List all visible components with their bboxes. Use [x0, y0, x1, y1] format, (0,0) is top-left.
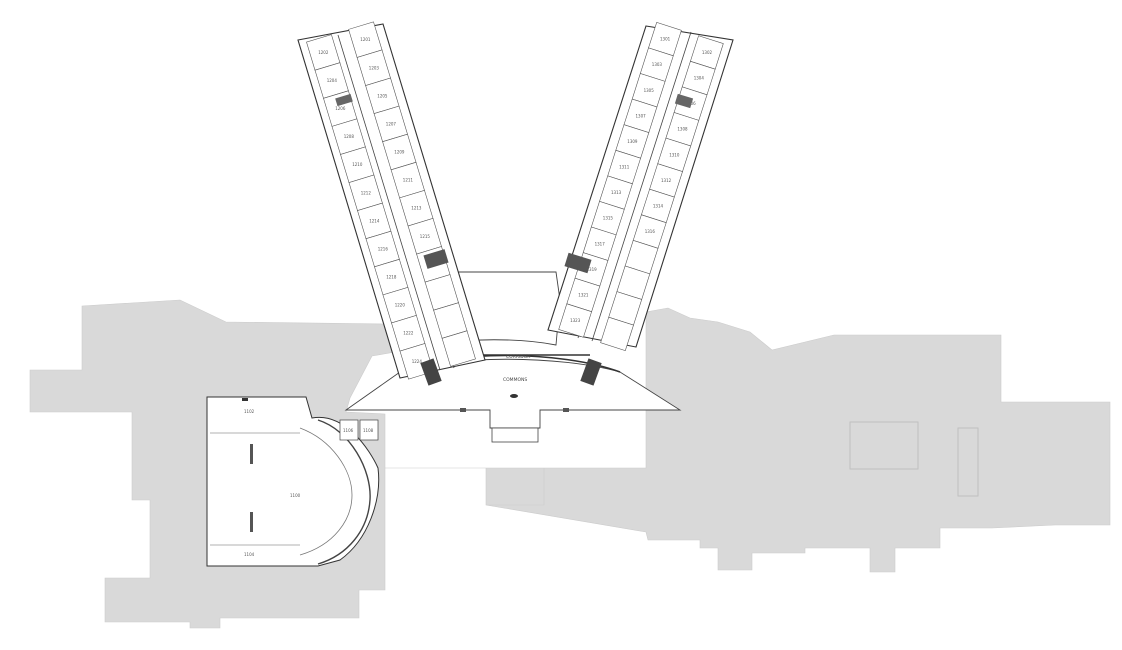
east-wing-room-label: 1309: [627, 139, 638, 144]
west-wing-room-label: 1215: [420, 234, 431, 239]
east-wing-room-label: 1323: [570, 318, 581, 323]
east-wing-stair: [674, 93, 694, 109]
auditorium-entrance-mark: [242, 398, 248, 401]
unmapped-outlines: [849, 421, 979, 497]
west-wing-room-label: 1222: [403, 331, 414, 336]
auditorium-side-room: [359, 419, 379, 441]
west-wing-room-label: 1207: [386, 121, 397, 126]
auditorium-side-room: [339, 419, 359, 441]
west-wing-room-label: 1212: [361, 190, 372, 195]
west-wing-room-label: 1206: [335, 106, 346, 111]
east-wing-room-label: 1317: [595, 241, 606, 246]
unmapped-west-block: [29, 299, 1111, 629]
unmapped-room-outline: [849, 421, 919, 470]
east-wing-room-label: 1313: [611, 190, 622, 195]
west-wing-room-label: 1224: [412, 359, 423, 364]
commons-feature: [510, 394, 518, 398]
east-wing-stair: [564, 252, 592, 274]
commons-label: COMMONS: [503, 377, 527, 383]
west-wing: 1202 1204 1206 1208 1210 1212 1214 1216 1218 1220…: [297, 21, 486, 386]
commons-pillar: [563, 408, 569, 412]
east-wing-room-label: 1305: [644, 88, 655, 93]
east-wing-room-label: 1304: [694, 76, 705, 81]
west-wing-room-label: 1201: [360, 37, 371, 42]
east-wing-corridor-wall: [591, 31, 692, 342]
west-wing-room-label: 1213: [411, 206, 422, 211]
auditorium-room-label: 1108: [363, 428, 374, 433]
east-wing-room-label: 1311: [619, 165, 630, 170]
west-wing-room-label: 1210: [352, 162, 363, 167]
east-wing-room-label: 1302: [702, 50, 713, 55]
west-wing-room-label: 1203: [369, 65, 380, 70]
west-wing-room-label: 1218: [386, 275, 397, 280]
auditorium-outline: [206, 396, 380, 567]
west-wing-corridor-wall: [337, 34, 441, 371]
commons-floor: [344, 358, 682, 429]
corridor-label: CORRIDOR: [506, 354, 530, 360]
west-wing-room-label: 1202: [318, 50, 329, 55]
east-wing-room-label: 1303: [652, 62, 663, 67]
auditorium-seat-bank: [250, 444, 253, 464]
east-wing-room-label: 1312: [661, 178, 672, 183]
east-wing-room-label: 1301: [660, 37, 671, 42]
west-wing-room-label: 1211: [403, 178, 414, 183]
east-wing-room-label: 1307: [636, 113, 647, 118]
auditorium-room-label: 1102: [244, 409, 255, 414]
auditorium-seat-bank: [250, 512, 253, 532]
auditorium-room-label: 1104: [244, 552, 255, 557]
east-wing-room-label: 1308: [677, 127, 688, 132]
east-wing-end-stair: [580, 358, 602, 386]
west-wing-room-label: 1216: [378, 247, 389, 252]
east-wing: 1301 1303 1305 1307 1309 1311 1313 1315 1317 1319…: [547, 22, 734, 386]
west-wing-room-label: 1208: [344, 134, 355, 139]
east-wing-room-label: 1314: [653, 204, 664, 209]
auditorium-inner-arc: [299, 427, 353, 556]
west-wing-stair: [423, 249, 449, 269]
east-wing-room: [600, 316, 634, 351]
east-wing-room-label: 1316: [645, 229, 656, 234]
west-wing-room-label: 1220: [395, 303, 406, 308]
east-wing-room: [558, 303, 592, 338]
unmapped-building-area: [29, 299, 1111, 629]
auditorium: [206, 396, 380, 567]
unmapped-room-outline: [957, 427, 979, 497]
east-wing-room-label: 1321: [578, 292, 589, 297]
auditorium-label: 1100: [290, 493, 301, 498]
front-entrance: [491, 427, 539, 443]
commons-pillar: [460, 408, 466, 412]
west-wing-room-label: 1214: [369, 218, 380, 223]
east-wing-room-label: 1315: [603, 216, 614, 221]
west-wing-room-label: 1209: [394, 150, 405, 155]
auditorium-room-label: 1106: [343, 428, 354, 433]
west-wing-room-label: 1204: [327, 78, 338, 83]
west-wing-room-label: 1205: [377, 93, 388, 98]
west-wing-room: [441, 330, 476, 367]
east-wing-room-label: 1319: [587, 267, 598, 272]
west-wing-end-stair: [420, 358, 442, 386]
west-wing-stair: [335, 93, 353, 107]
east-wing-room-label: 1310: [669, 152, 680, 157]
commons-area: [344, 354, 682, 443]
